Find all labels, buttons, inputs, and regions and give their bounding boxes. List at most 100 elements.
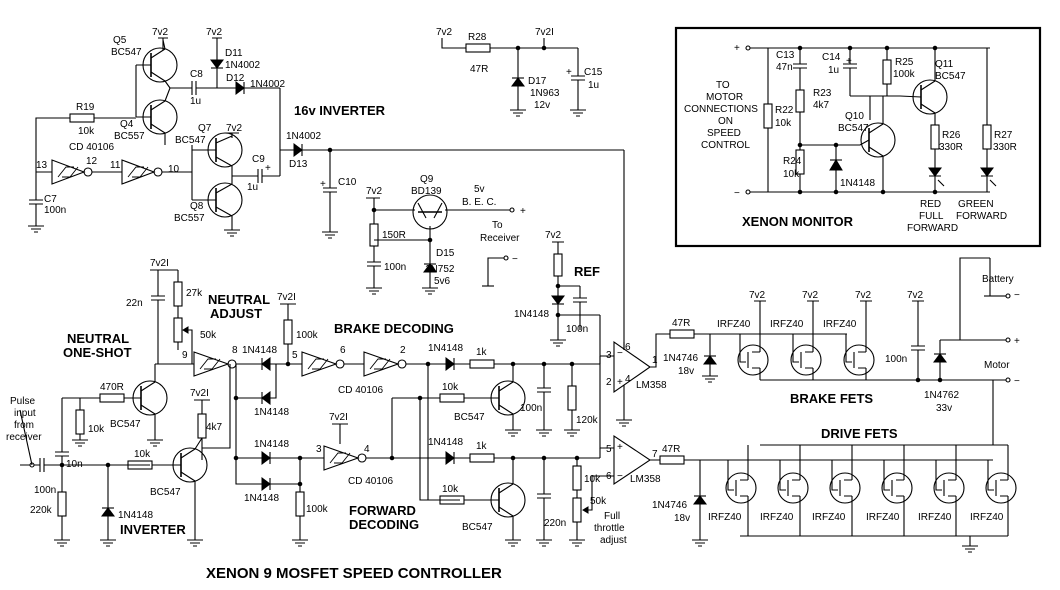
svg-text:SPEED: SPEED	[707, 128, 741, 139]
xenon-monitor: + − TO MOTOR CONNECTIONS ON SPEED CONTRO…	[684, 43, 1017, 234]
svg-text:1N4746: 1N4746	[663, 353, 698, 364]
svg-text:IRFZ40: IRFZ40	[717, 319, 751, 330]
svg-text:input: input	[14, 408, 36, 419]
svg-text:10k: 10k	[584, 474, 601, 485]
svg-text:−: −	[617, 348, 623, 359]
svg-text:220k: 220k	[30, 505, 53, 516]
svg-text:1k: 1k	[476, 441, 488, 452]
power-section: 7v2 100n 1N4762 33v Battery − + − Motor	[885, 257, 1020, 445]
svg-text:CD 40106: CD 40106	[348, 476, 393, 487]
svg-text:1N4148: 1N4148	[840, 178, 875, 189]
svg-text:120k: 120k	[576, 415, 599, 426]
svg-text:4: 4	[625, 374, 631, 385]
svg-text:7v2: 7v2	[226, 123, 243, 134]
svg-text:D15: D15	[436, 248, 455, 259]
svg-text:throttle: throttle	[594, 523, 625, 534]
svg-text:Q7: Q7	[198, 123, 212, 134]
svg-text:+: +	[617, 442, 623, 453]
svg-text:from: from	[14, 420, 34, 431]
svg-text:DECODING: DECODING	[349, 517, 419, 532]
svg-text:220n: 220n	[544, 518, 566, 529]
regulator-section: 7v2 7v2I R28 47R D17 1N963 12v C15 1u +	[436, 27, 603, 117]
svg-text:BC547: BC547	[454, 412, 485, 423]
svg-text:FORWARD: FORWARD	[956, 211, 1007, 222]
svg-text:1u: 1u	[588, 80, 599, 91]
svg-text:C8: C8	[190, 69, 203, 80]
svg-text:47R: 47R	[470, 64, 488, 75]
svg-text:IRFZ40: IRFZ40	[770, 319, 804, 330]
svg-text:100n: 100n	[44, 205, 66, 216]
svg-text:150R: 150R	[382, 230, 406, 241]
svg-text:FULL: FULL	[919, 211, 944, 222]
svg-text:Full: Full	[604, 511, 620, 522]
svg-text:TO: TO	[716, 80, 730, 91]
svg-text:50k: 50k	[200, 330, 217, 341]
svg-text:Q5: Q5	[113, 35, 127, 46]
svg-text:R27: R27	[994, 130, 1013, 141]
svg-text:BD139: BD139	[411, 186, 442, 197]
svg-text:100k: 100k	[893, 69, 916, 80]
svg-text:C14: C14	[822, 52, 841, 63]
svg-text:1u: 1u	[190, 96, 201, 107]
xenon-monitor-title: XENON MONITOR	[742, 214, 854, 229]
svg-text:3: 3	[606, 350, 612, 361]
drive-fet-2	[777, 445, 809, 536]
svg-text:CONTROL: CONTROL	[701, 140, 750, 151]
svg-text:100k: 100k	[296, 330, 319, 341]
svg-text:10k: 10k	[442, 382, 459, 393]
svg-text:+: +	[566, 67, 572, 78]
svg-text:IRFZ40: IRFZ40	[918, 512, 952, 523]
svg-text:BC557: BC557	[174, 213, 205, 224]
svg-text:27k: 27k	[186, 288, 203, 299]
svg-text:4k7: 4k7	[206, 422, 223, 433]
svg-text:+: +	[1014, 336, 1020, 347]
svg-text:Q8: Q8	[190, 201, 204, 212]
svg-text:BC547: BC547	[838, 123, 869, 134]
svg-text:1N4148: 1N4148	[428, 437, 463, 448]
svg-text:2: 2	[606, 377, 612, 388]
svg-text:CD 40106: CD 40106	[338, 385, 383, 396]
svg-text:RED: RED	[920, 199, 941, 210]
svg-text:47R: 47R	[662, 444, 680, 455]
svg-text:R19: R19	[76, 102, 95, 113]
brake-comparator: − + 3 2 6 1 4 LM358 47R 1N4746 18v	[606, 318, 740, 427]
svg-text:receiver: receiver	[6, 432, 42, 443]
svg-text:Q10: Q10	[845, 111, 864, 122]
svg-text:IRFZ40: IRFZ40	[812, 512, 846, 523]
brake-fets-title: BRAKE FETS	[790, 391, 873, 406]
svg-text:Q11: Q11	[935, 59, 954, 70]
svg-text:GREEN: GREEN	[958, 199, 994, 210]
svg-text:100n: 100n	[520, 403, 542, 414]
svg-text:7v2: 7v2	[855, 290, 872, 301]
svg-text:To: To	[492, 220, 503, 231]
brake-fets: IRFZ40 IRFZ40 IRFZ40 7v2 7v2 7v2 BRAKE F…	[717, 290, 1000, 406]
svg-text:1: 1	[652, 355, 658, 366]
page-title: XENON 9 MOSFET SPEED CONTROLLER	[206, 565, 502, 582]
brake-fet-1	[737, 334, 769, 380]
svg-text:3: 3	[316, 444, 322, 455]
svg-text:100n: 100n	[384, 262, 406, 273]
ref-network: 7v2 1N4148 100n REF	[514, 230, 614, 449]
svg-text:6: 6	[340, 345, 346, 356]
svg-text:100n: 100n	[885, 354, 907, 365]
svg-text:7v2: 7v2	[749, 290, 766, 301]
svg-text:1N4148: 1N4148	[254, 407, 289, 418]
svg-text:ON: ON	[718, 116, 733, 127]
svg-text:IRFZ40: IRFZ40	[708, 512, 742, 523]
svg-text:470R: 470R	[100, 382, 124, 393]
svg-text:5v: 5v	[474, 184, 485, 195]
svg-text:BC547: BC547	[175, 135, 206, 146]
svg-text:1u: 1u	[828, 65, 839, 76]
svg-text:2: 2	[400, 345, 406, 356]
xenon-monitor-frame	[674, 26, 1042, 248]
svg-text:1N4762: 1N4762	[924, 390, 959, 401]
svg-text:1N4148: 1N4148	[514, 309, 549, 320]
svg-text:R24: R24	[783, 156, 802, 167]
svg-text:−: −	[734, 188, 740, 199]
svg-text:10k: 10k	[134, 449, 151, 460]
svg-text:1N4148: 1N4148	[254, 439, 289, 450]
svg-text:7v2I: 7v2I	[535, 27, 554, 38]
svg-text:+: +	[520, 206, 526, 217]
svg-text:C7: C7	[44, 194, 57, 205]
decode-matrix: 1N4148 1N4148 1N4148 100k 7v2I 3 4 CD 40…	[233, 364, 627, 547]
